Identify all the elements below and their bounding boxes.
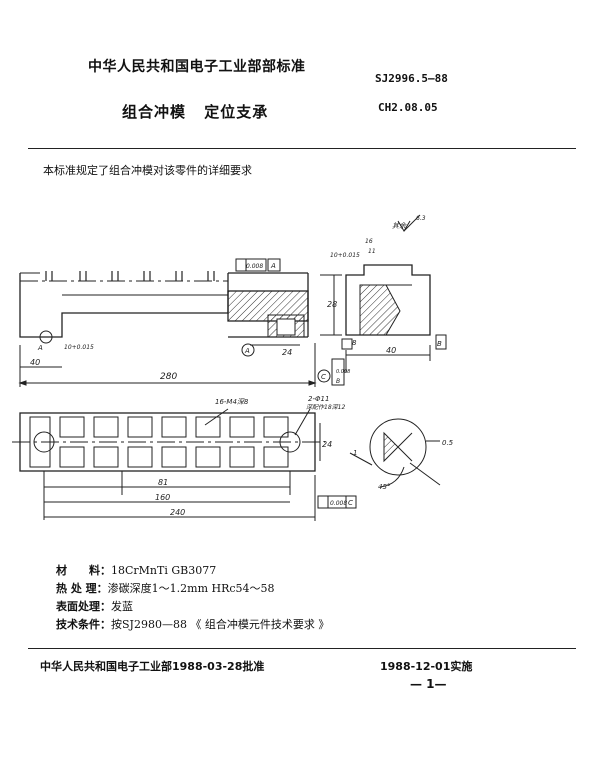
spec-surface-treatment: 表面处理：发蓝 (56, 598, 133, 614)
page-number: — 1— (410, 677, 447, 691)
dim-24-plan: 24 (322, 440, 332, 449)
roughness-note: 其余 (392, 222, 407, 230)
datum-a-front: A (244, 347, 250, 355)
dim-28: 28 (327, 300, 337, 309)
tolerance-side-value: 0.008 (336, 369, 350, 375)
dim-240: 240 (170, 508, 185, 517)
dim-total-length: 280 (160, 372, 177, 382)
dim-left-40: 40 (30, 358, 40, 367)
spec-material: 材 料：18CrMnTi GB3077 (56, 562, 216, 578)
spec-heat-treatment-value: 渗碳深度1～1.2mm HRc54～58 (107, 582, 275, 595)
dim-24: 24 (282, 348, 292, 357)
plan-view (12, 408, 357, 521)
angle-45: 45° (378, 483, 390, 491)
standard-number: SJ2996.5—88 (375, 72, 448, 85)
spec-technical-conditions-value: 按SJ2980—88 《 组合冲模元件技术要求 》 (111, 618, 330, 631)
dim-8: 8 (352, 339, 357, 347)
spec-surface-treatment-value: 发蓝 (111, 600, 133, 613)
hole-note-phi11: 2-Φ11 (308, 395, 329, 403)
roughness-value: 6.3 (416, 215, 426, 222)
spec-heat-treatment: 热 处 理：渗碳深度1～1.2mm HRc54～58 (56, 580, 275, 596)
dim-81: 81 (158, 478, 168, 487)
spec-heat-treatment-label: 热 处 理： (56, 582, 108, 595)
standard-code: CH2.08.05 (378, 101, 438, 114)
spec-technical-conditions: 技术条件：按SJ2980—88 《 组合冲模元件技术要求 》 (56, 616, 329, 632)
document-title: 组合冲模 定位支承 (122, 103, 269, 121)
tolerance-top-ref: A (270, 262, 276, 270)
approval-text: 中华人民共和国电子工业部1988-03-28批准 (40, 660, 265, 673)
hole-note-m4: 16-M4深8 (215, 398, 249, 406)
dim-10-tolerance: 10+0.015 (64, 344, 94, 351)
ministry-standard-header: 中华人民共和国电子工业部部标准 (88, 59, 306, 75)
intro-text: 本标准规定了组合冲模对该零件的详细要求 (43, 164, 252, 177)
tolerance-top-value: 0.008 (246, 263, 263, 270)
datum-c: C (321, 373, 326, 381)
side-view (320, 214, 447, 386)
tolerance-side-ref: B (336, 378, 340, 385)
dim-160: 160 (155, 493, 170, 502)
datum-a-left: A (37, 344, 43, 352)
technical-drawing: 40 280 10+0.015 24 0.008 A A C A 其余 6.3 … (12, 214, 454, 521)
spec-technical-conditions-label: 技术条件： (56, 618, 111, 631)
footer-rule (28, 648, 576, 649)
dim-0-5: 0.5 (442, 439, 454, 447)
detail-view (349, 418, 441, 488)
hole-note-depth: 深配作18深12 (306, 403, 345, 411)
header-rule (28, 148, 576, 149)
dim-right-40: 40 (386, 346, 396, 355)
tolerance-bottom-value: 0.008 (330, 500, 347, 507)
dim-11: 11 (368, 248, 376, 255)
dim-10-top: 10+0.015 (330, 252, 360, 259)
datum-b: B (437, 340, 442, 348)
front-view (18, 258, 331, 387)
spec-surface-treatment-label: 表面处理： (56, 600, 111, 613)
implementation-date: 1988-12-01实施 (380, 660, 473, 673)
dim-16: 16 (365, 238, 373, 245)
spec-material-label: 材 料： (56, 564, 111, 577)
tolerance-bottom-ref: C (348, 499, 353, 507)
detail-label-1: 1 (353, 449, 357, 457)
spec-material-value: 18CrMnTi GB3077 (111, 564, 217, 577)
